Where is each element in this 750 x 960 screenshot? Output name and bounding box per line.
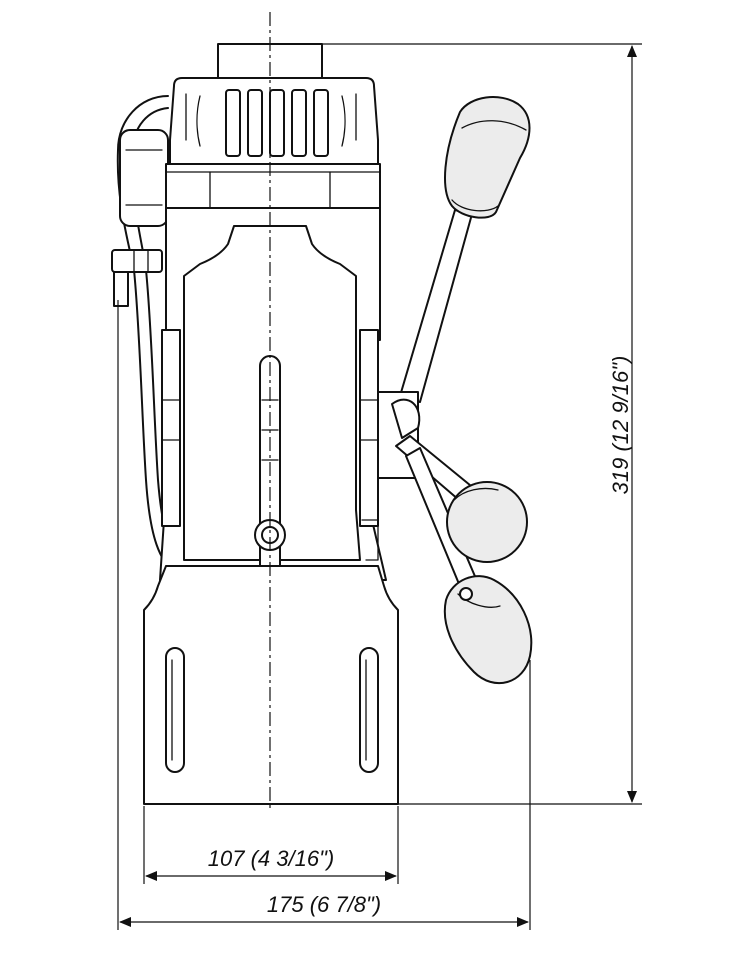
overall-width-dimension: 175 (6 7/8") [117, 300, 531, 930]
base-slot-left [165, 647, 185, 773]
feed-handle-assembly [377, 96, 533, 685]
side-lever [111, 249, 163, 273]
power-cable [111, 95, 181, 577]
height-dimension-label: 319 (12 9/16") [608, 356, 633, 495]
cable-clamp [119, 129, 169, 227]
height-dimension: 319 (12 9/16") [322, 43, 642, 805]
base-slot-right [359, 647, 379, 773]
magnetic-base [143, 565, 399, 805]
base-width-dimension-label: 107 (4 3/16") [208, 846, 334, 871]
motor-housing-top [169, 43, 379, 165]
motor-vents [225, 89, 329, 157]
base-width-dimension: 107 (4 3/16") [143, 806, 399, 884]
upper-handle-knob [444, 96, 531, 219]
overall-width-dimension-label: 175 (6 7/8") [267, 892, 381, 917]
lower-handle-knob [443, 575, 533, 685]
middle-handle-knob [446, 481, 528, 563]
